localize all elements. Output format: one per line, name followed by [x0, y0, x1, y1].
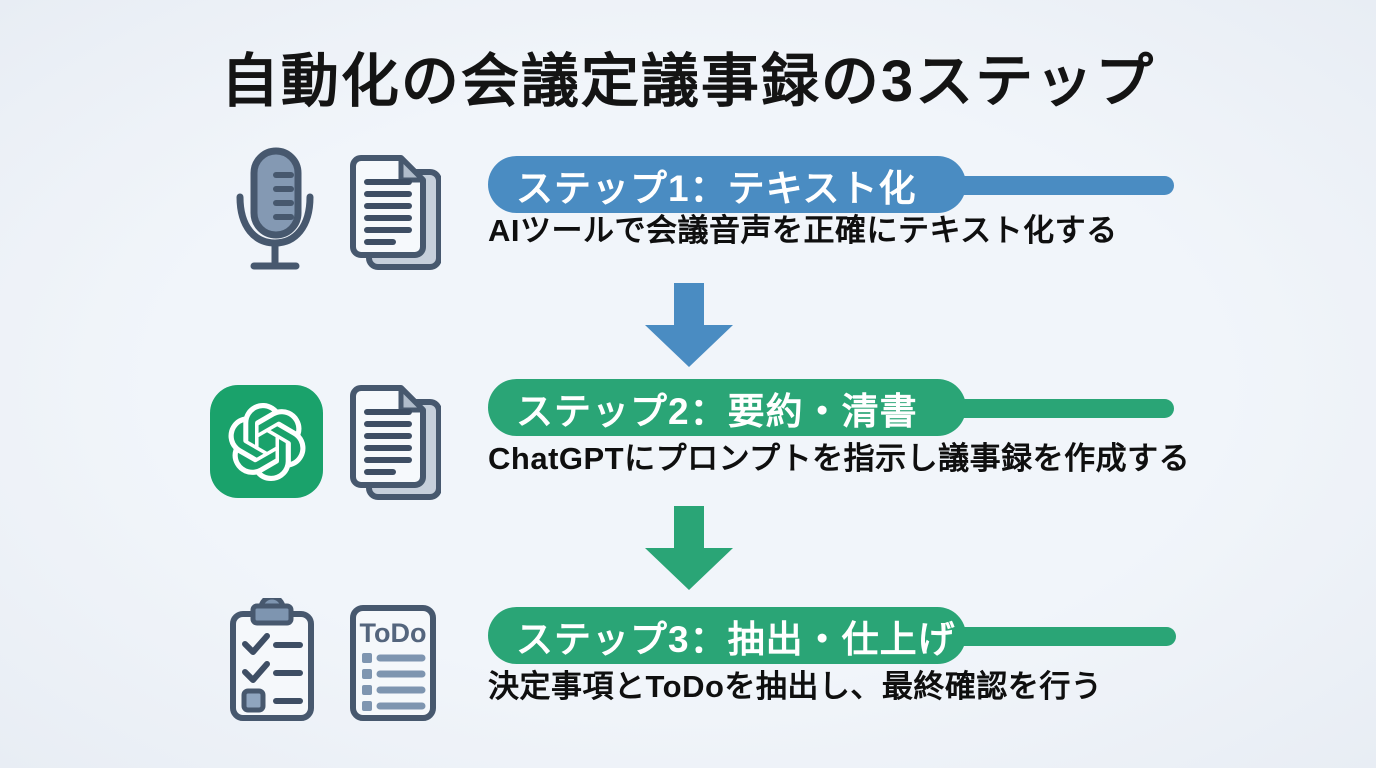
documents-icon: [350, 385, 441, 500]
chatgpt-icon: [210, 385, 323, 498]
step-3-pill: ステップ3：抽出・仕上げ: [488, 607, 966, 664]
step-2-label: ステップ2：要約・清書: [516, 390, 918, 432]
step-3-connector-line: [940, 627, 1176, 646]
step-3-label: ステップ3：抽出・仕上げ: [516, 618, 956, 660]
step-1-pill: ステップ1：テキスト化: [488, 156, 966, 213]
arrow-down-icon: [645, 283, 733, 367]
todo-list-icon: ToDo: [350, 605, 436, 721]
step-1-description: AIツールで会議音声を正確にテキスト化する: [488, 213, 1118, 248]
microphone-icon: [236, 147, 314, 270]
openai-logo-glyph: [228, 402, 305, 481]
todo-icon-label: ToDo: [360, 618, 427, 648]
checklist-clipboard-icon: [230, 598, 314, 721]
step-2-connector-line: [940, 399, 1174, 418]
documents-icon: [350, 155, 441, 270]
step-2-description: ChatGPTにプロンプトを指示し議事録を作成する: [488, 441, 1191, 476]
step-1-connector-line: [940, 176, 1174, 195]
step-1-label: ステップ1：テキスト化: [516, 167, 917, 209]
arrow-down-icon: [645, 506, 733, 590]
step-3-description: 決定事項とToDoを抽出し、最終確認を行う: [488, 669, 1103, 704]
step-2-pill: ステップ2：要約・清書: [488, 379, 966, 436]
page-title: 自動化の会議定議事録の3ステップ: [220, 49, 1156, 114]
